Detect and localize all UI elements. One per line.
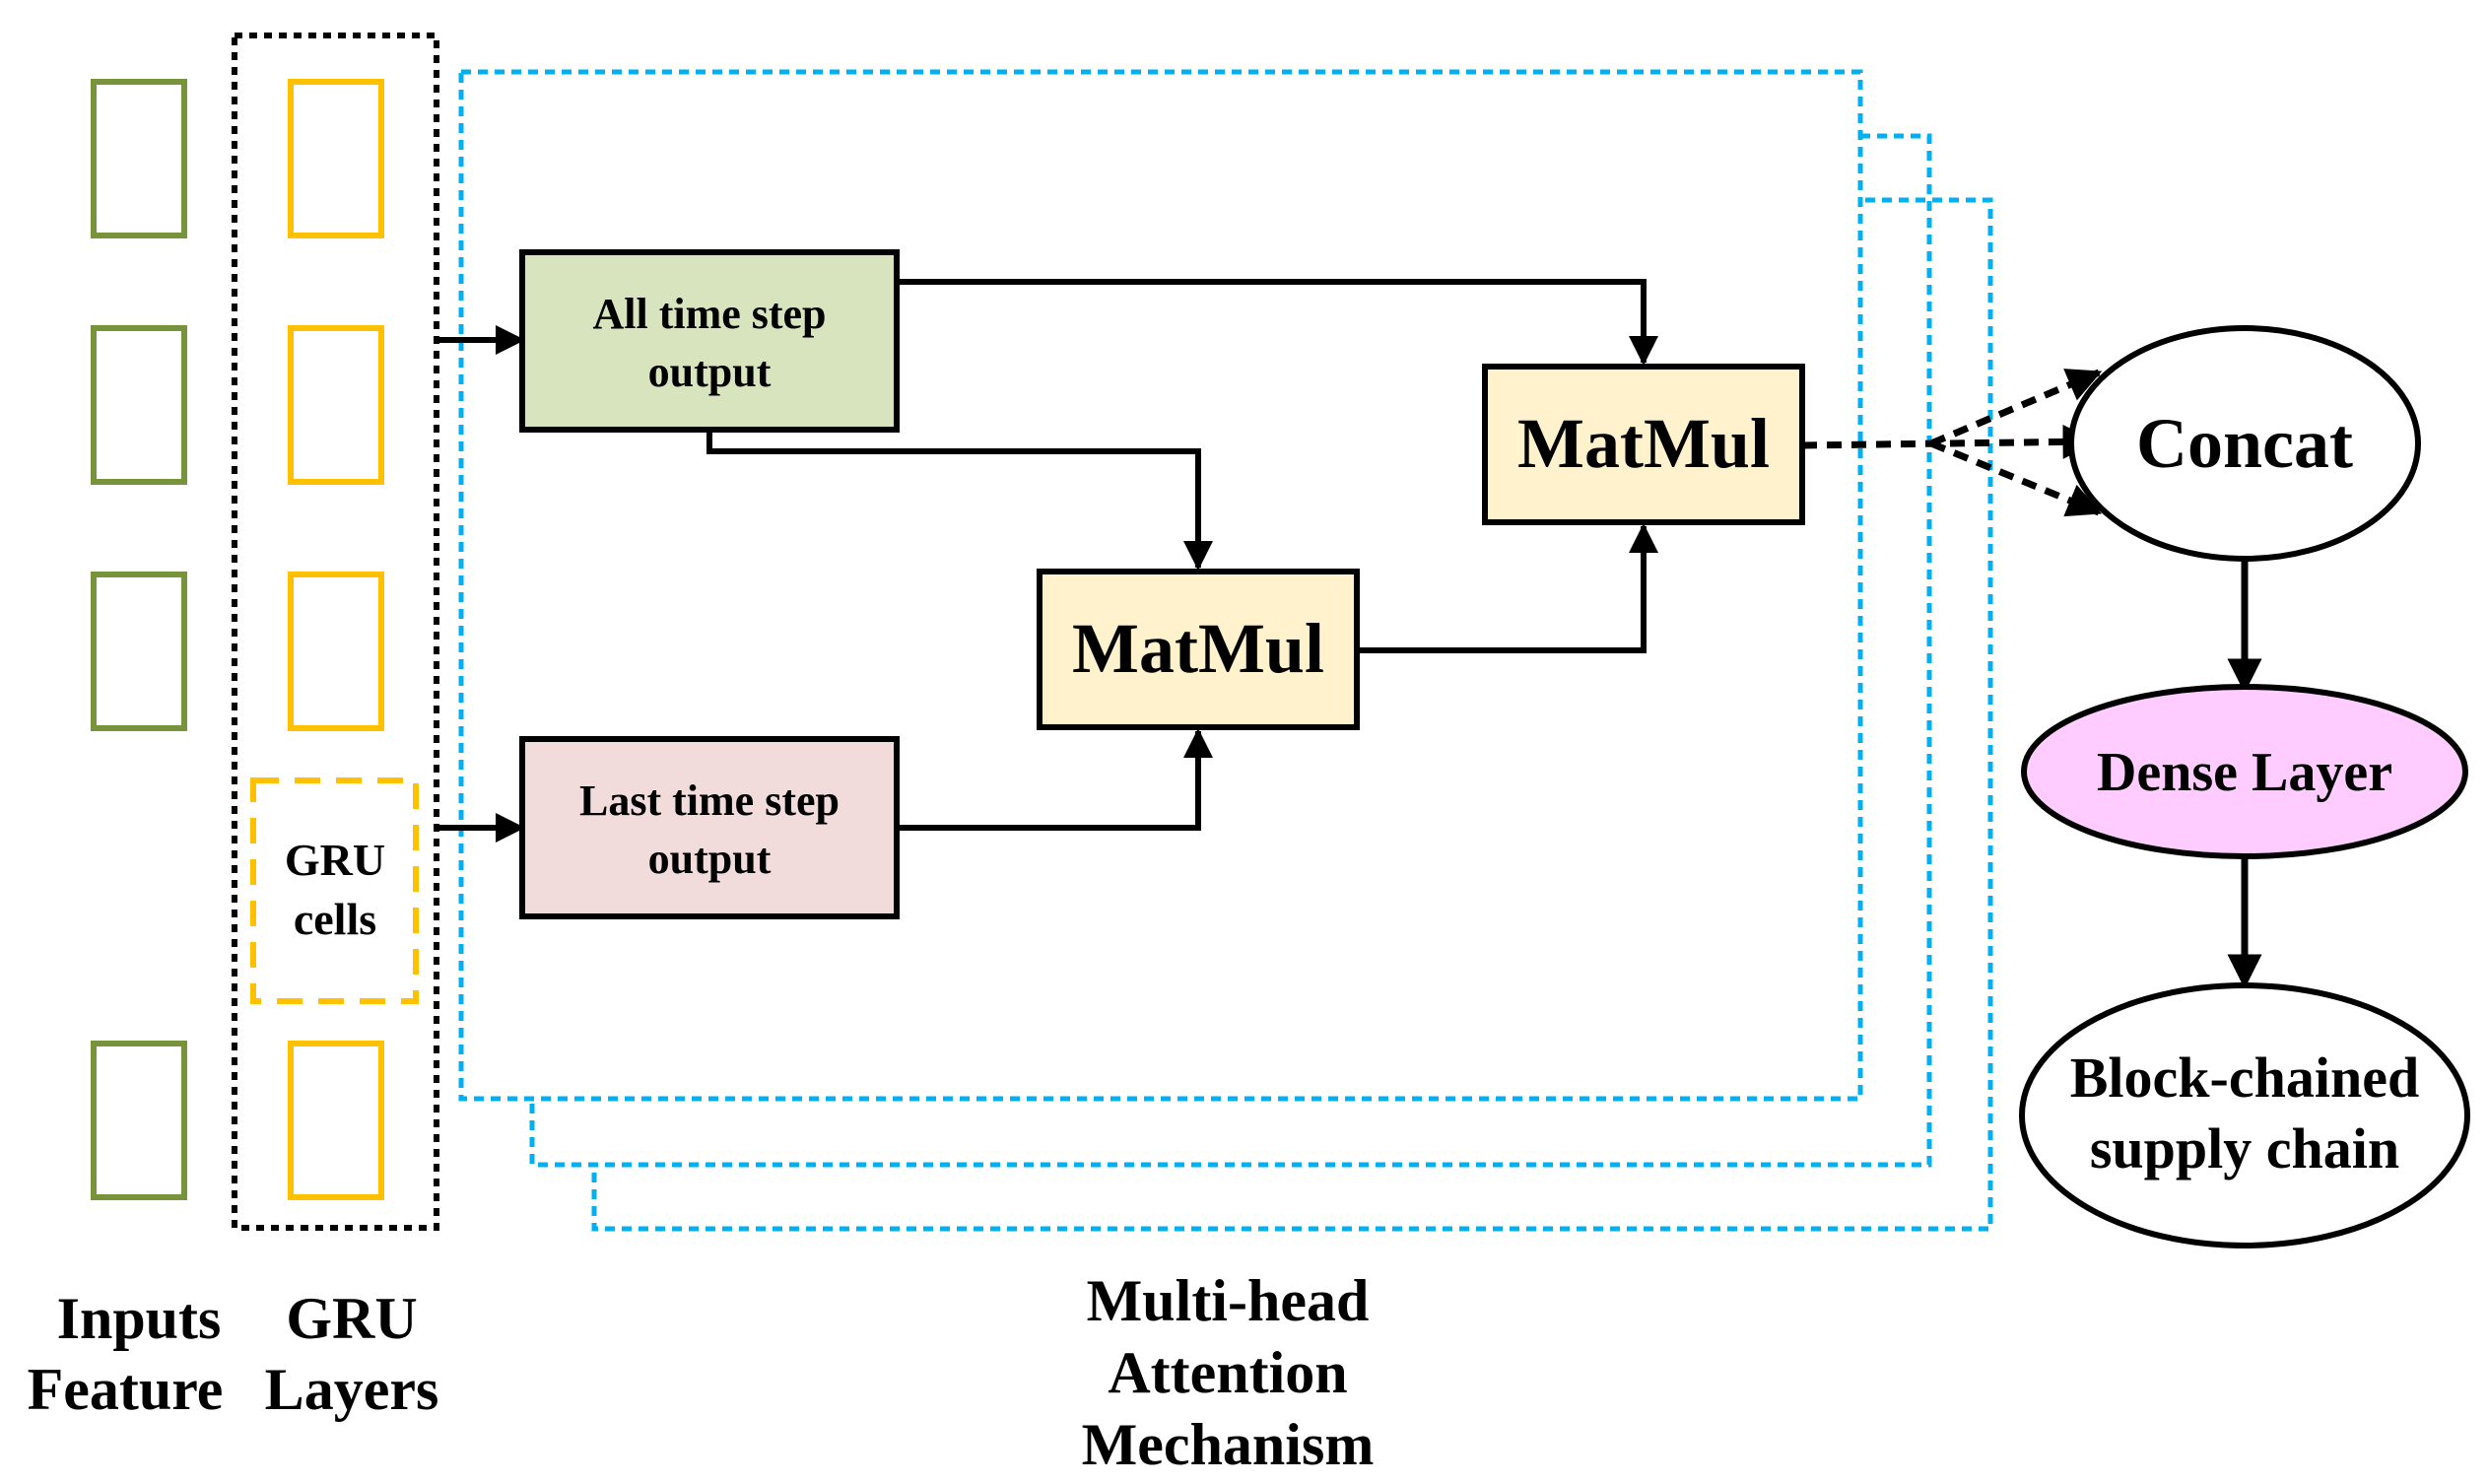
inputs-feature-label-line1: Inputs bbox=[57, 1286, 222, 1351]
gru-layers-frame bbox=[232, 33, 439, 1231]
all-time-step-label-line2: output bbox=[648, 348, 772, 396]
input-cell bbox=[91, 79, 187, 238]
arrow-last-time-to-matmul-inner bbox=[897, 728, 1213, 831]
inputs-feature-label-line2: Feature bbox=[28, 1357, 224, 1422]
all-time-step-output-box bbox=[519, 249, 900, 433]
gru-cells-label-line2: cells bbox=[294, 894, 376, 944]
input-cell bbox=[91, 1041, 187, 1200]
last-time-step-output-box bbox=[519, 736, 900, 919]
gru-cell bbox=[288, 325, 384, 485]
attention-head-frame-2 bbox=[529, 133, 1932, 1168]
all-time-step-label-line1: All time step bbox=[592, 290, 826, 338]
matmul-inner-label: MatMul bbox=[1072, 609, 1324, 688]
gru-cells-box bbox=[250, 777, 419, 1004]
gru-cell bbox=[288, 79, 384, 238]
input-features-column bbox=[91, 79, 187, 1200]
input-cell bbox=[91, 572, 187, 731]
arrow-heads-to-concat bbox=[1929, 369, 2103, 447]
last-time-step-label-line2: output bbox=[648, 835, 772, 883]
multi-head-attention-label-line2: Attention bbox=[1108, 1340, 1347, 1405]
matmul-outer-box bbox=[1482, 364, 1805, 525]
input-cell bbox=[91, 325, 187, 485]
block-chained-label-line2: supply chain bbox=[2090, 1116, 2399, 1180]
attention-head-frame-3 bbox=[591, 197, 1993, 1232]
multi-head-attention-label-line3: Mechanism bbox=[1082, 1412, 1375, 1477]
gru-layers-column bbox=[250, 79, 419, 1200]
matmul-outer-label: MatMul bbox=[1517, 404, 1770, 483]
concat-label: Concat bbox=[2136, 404, 2353, 483]
arrow-matmul-inner-to-matmul-outer bbox=[1357, 523, 1658, 653]
matmul-inner-box bbox=[1037, 569, 1360, 730]
dense-layer-label: Dense Layer bbox=[2097, 742, 2392, 803]
gru-cell bbox=[288, 572, 384, 731]
arrow-all-time-to-matmul-inner bbox=[706, 430, 1213, 571]
gru-cell bbox=[288, 1041, 384, 1200]
arrow-heads-to-concat bbox=[1801, 424, 2098, 459]
gru-layers-label-line1: GRU bbox=[286, 1286, 417, 1351]
gru-cells-label-line1: GRU bbox=[285, 835, 385, 885]
attention-head-frames bbox=[458, 69, 1993, 1232]
last-time-step-label-line1: Last time step bbox=[579, 776, 840, 825]
gru-layers-label-line2: Layers bbox=[265, 1357, 439, 1422]
arrow-all-time-to-matmul-outer bbox=[897, 279, 1658, 366]
arrow-heads-to-concat bbox=[1929, 439, 2103, 517]
attention-head-frame-1 bbox=[458, 69, 1863, 1102]
multi-head-attention-label-line1: Multi-head bbox=[1087, 1268, 1370, 1333]
block-chained-label-line1: Block-chained bbox=[2070, 1046, 2420, 1110]
block-chained-supply-chain-node bbox=[2019, 982, 2470, 1248]
